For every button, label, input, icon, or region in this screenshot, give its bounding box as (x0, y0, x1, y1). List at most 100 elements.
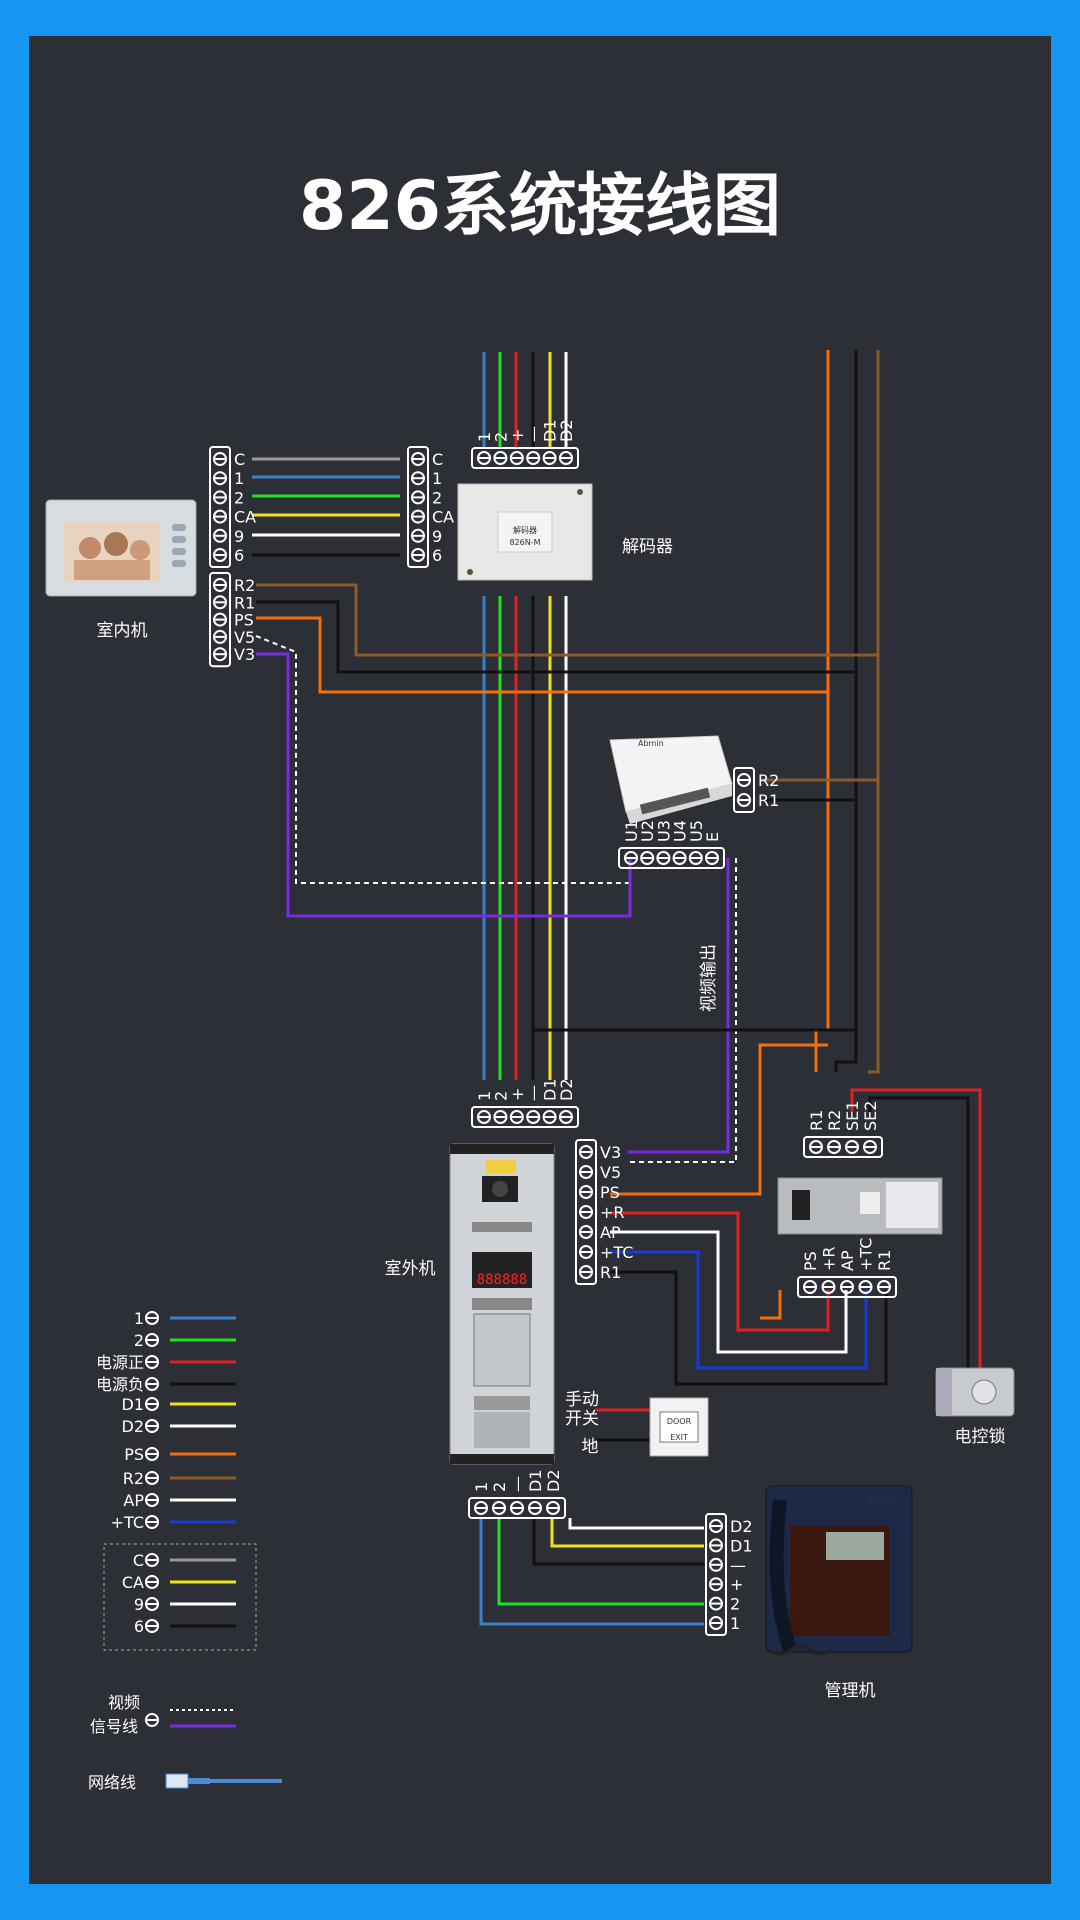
decoder-side-terminal-label: 2 (432, 488, 442, 507)
page-title: 826系统接线图 (299, 167, 781, 246)
decoder-inner-name: 解码器 (513, 525, 537, 535)
indoor-terminal-label: PS (234, 611, 254, 630)
legend-label: +TC (111, 1513, 144, 1532)
outdoor-side-terminal-label: R1 (600, 1263, 621, 1282)
indoor-terminal-label: R2 (234, 576, 255, 595)
indoor-terminal-label: CA (234, 508, 256, 527)
decoder-side-terminal-label: 6 (432, 546, 442, 565)
decoder-model: 826N-M (509, 538, 540, 547)
decoder-label: 解码器 (622, 537, 673, 557)
outdoor-side-terminal-label: +R (600, 1203, 625, 1222)
switch-terminal-label: U2 (638, 820, 657, 842)
electric-lock (935, 1367, 1015, 1417)
outdoor-top-terminal-label: — (524, 1085, 543, 1101)
outdoor-top-terminal-label: D1 (541, 1079, 560, 1102)
legend-label: 电源正 (96, 1353, 144, 1372)
manager-brand: Abmin (867, 1495, 893, 1504)
power-top-terminal-label: R1 (807, 1110, 826, 1131)
exit-label-2: 开关 (565, 1409, 599, 1429)
switch-terminal-label: U3 (654, 820, 673, 842)
legend-box (103, 1543, 257, 1651)
indoor-terminal-label: C (234, 450, 245, 469)
outdoor-side-terminal-label: +TC (600, 1243, 633, 1262)
decoder-top-terminal-label: — (524, 426, 543, 442)
switch-device (609, 735, 733, 824)
outdoor-display: 888888 (477, 1272, 528, 1288)
power-bottom-terminal-label: AP (838, 1250, 857, 1271)
power-bottom-terminal-label: R1 (875, 1250, 894, 1271)
decoder-top-terminal-label: 1 (475, 432, 494, 442)
outdoor-bottom-terminal-label: 1 (472, 1482, 491, 1492)
power-top-terminal-label: SE2 (861, 1101, 880, 1131)
exit-button-text: DOOR (667, 1417, 692, 1426)
manager-terminal-label: D1 (730, 1536, 753, 1555)
switch-terminal-label: U1 (622, 820, 641, 842)
exit-button-sub: EXIT (670, 1433, 688, 1442)
indoor-terminal-label: V5 (234, 628, 255, 647)
manager-label: 管理机 (825, 1681, 876, 1701)
indoor-monitor (45, 499, 197, 597)
legend-box-label: 6 (134, 1617, 144, 1636)
indoor-terminal-label: V3 (234, 645, 255, 664)
switch-side-terminal-label: R1 (758, 791, 779, 810)
outdoor-top-terminal-label: 1 (475, 1091, 494, 1101)
manager-terminal-label: 2 (730, 1595, 740, 1614)
outdoor-label: 室外机 (385, 1259, 436, 1279)
decoder-device (457, 483, 593, 581)
decoder-side-terminal-label: 9 (432, 527, 442, 546)
decoder-side-terminal-label: 1 (432, 469, 442, 488)
outdoor-side-terminal-label: PS (600, 1183, 620, 1202)
decoder-top-terminal-label: 2 (491, 432, 510, 442)
outdoor-side-terminal-label: V3 (600, 1143, 621, 1162)
indoor-terminal-label: 1 (234, 469, 244, 488)
legend-label: 1 (134, 1309, 144, 1328)
manager-terminal-label: + (730, 1575, 743, 1594)
legend-label: D1 (122, 1395, 145, 1414)
manager-phone (765, 1485, 913, 1656)
manager-terminal-label: D2 (730, 1517, 753, 1536)
outdoor-side-terminal-label: AP (600, 1223, 621, 1242)
power-top-terminal-label: SE1 (843, 1101, 862, 1131)
outdoor-side-terminal-label: V5 (600, 1163, 621, 1182)
legend-label: PS (124, 1445, 144, 1464)
legend-network-label: 网络线 (88, 1773, 136, 1792)
power-supply (777, 1177, 943, 1235)
power-bottom-terminal-label: +TC (857, 1238, 876, 1271)
wires (252, 350, 982, 1626)
decoder-side-terminal-label: C (432, 450, 443, 469)
power-top-terminal-label: R2 (825, 1110, 844, 1131)
outdoor-top-terminal-label: + (508, 1088, 527, 1101)
exit-switch (649, 1397, 709, 1457)
outdoor-bottom-terminal-label: — (508, 1476, 527, 1492)
network-cable-icon (165, 1773, 282, 1789)
switch-terminal-label: U5 (687, 820, 706, 842)
legend-video-line1: 视频 (108, 1693, 140, 1712)
legend-label: AP (123, 1491, 144, 1510)
decoder-top-terminal-label: + (508, 429, 527, 442)
decoder-top-terminal-label: D2 (557, 420, 576, 443)
outdoor-top-terminal-label: D2 (557, 1079, 576, 1102)
indoor-label: 室内机 (97, 621, 148, 641)
legend-label: D2 (122, 1417, 145, 1436)
manager-terminal-label: — (730, 1556, 746, 1575)
outdoor-panel (449, 1143, 555, 1465)
switch-terminal-label: E (703, 832, 722, 842)
legend-label: 电源负 (96, 1375, 144, 1394)
legend-box-label: C (133, 1551, 144, 1570)
indoor-terminal-label: 6 (234, 546, 244, 565)
legend-label: 2 (134, 1331, 144, 1350)
